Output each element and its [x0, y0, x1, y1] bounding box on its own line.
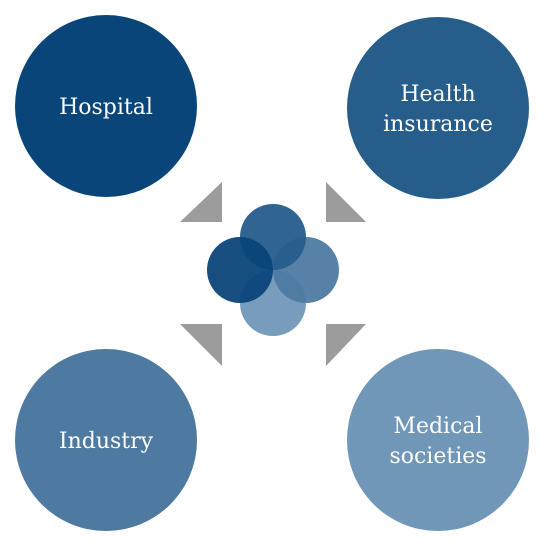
- node-circle: [15, 15, 197, 197]
- arrow-top-right: [326, 182, 366, 222]
- node-label: Industry: [59, 429, 154, 454]
- arrow-top-left: [180, 182, 222, 222]
- node-label: insurance: [383, 112, 493, 137]
- node-label: Hospital: [59, 95, 153, 120]
- node-circle: [347, 17, 529, 199]
- node-label: Health: [400, 82, 475, 107]
- node-health-insurance: Health insurance: [347, 17, 529, 199]
- arrows-layer: [180, 182, 366, 366]
- arrow-bottom-right: [326, 324, 366, 366]
- arrow-bottom-left: [180, 324, 222, 366]
- node-medical-societies: Medical societies: [347, 349, 529, 531]
- node-hospital: Hospital: [15, 15, 197, 197]
- node-label: Medical: [393, 414, 482, 439]
- node-circle: [347, 349, 529, 531]
- node-circle: [15, 349, 197, 531]
- node-label: societies: [389, 444, 486, 469]
- center-flower: [207, 204, 339, 336]
- center-petal-left: [207, 237, 273, 303]
- node-industry: Industry: [15, 349, 197, 531]
